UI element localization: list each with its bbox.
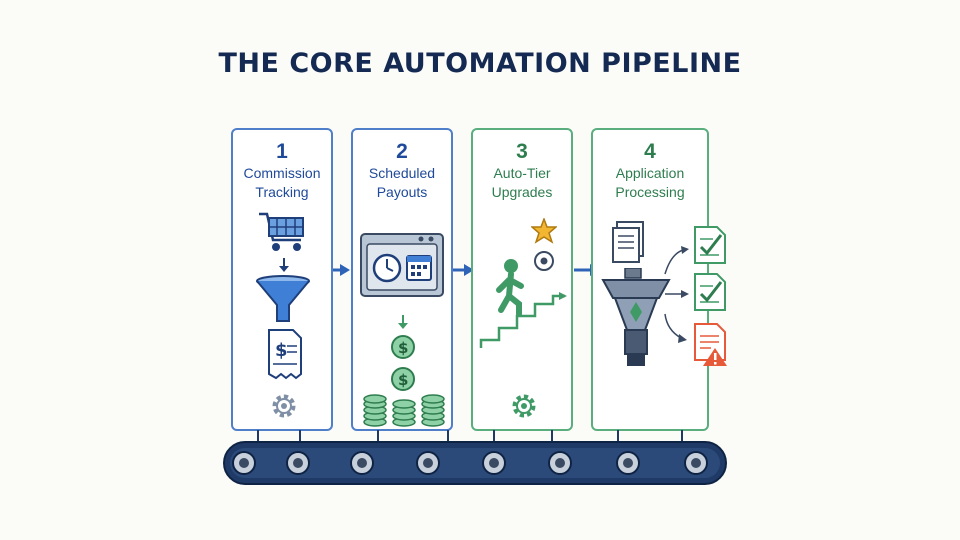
- step-panel-commission-tracking: 1 Commission Tracking $: [231, 128, 333, 431]
- svg-text:$: $: [398, 339, 408, 357]
- approved-document-icon: [694, 226, 726, 264]
- down-arrow-icon: [398, 315, 408, 329]
- shopping-cart-icon: [259, 212, 304, 251]
- output-arrows: [664, 246, 689, 343]
- step-number: 3: [516, 140, 528, 163]
- receipt-icon: $: [268, 329, 302, 380]
- dollar-coin-icon: $: [391, 367, 415, 391]
- gear-icon: [272, 394, 296, 418]
- step-number: 2: [396, 140, 408, 163]
- step-label-line2: Tracking: [255, 184, 309, 200]
- step-panel-auto-tier-upgrades: 3 Auto-Tier Upgrades: [471, 128, 573, 431]
- calendar-icon: [406, 255, 432, 281]
- step-label: Application Processing: [593, 164, 707, 202]
- step-number: 4: [644, 140, 656, 163]
- document-stack-icon: [612, 221, 644, 263]
- warning-document-icon: [694, 323, 727, 366]
- down-arrow-icon: [279, 258, 289, 272]
- step-label-line2: Payouts: [376, 184, 428, 200]
- gear-icon: [512, 394, 536, 418]
- step-label-line1: Application: [615, 165, 685, 181]
- processing-press-icon: [601, 268, 671, 366]
- step-label: Scheduled Payouts: [353, 164, 451, 202]
- step-label-line1: Commission: [243, 165, 321, 181]
- funnel-icon: [256, 275, 310, 322]
- step-label-line2: Processing: [615, 184, 685, 200]
- badge-icon: [534, 251, 554, 271]
- step-label: Auto-Tier Upgrades: [473, 164, 571, 202]
- coin-stack-icon: [363, 394, 445, 427]
- step-label-line1: Scheduled: [368, 165, 436, 181]
- star-icon: [531, 218, 557, 244]
- svg-text:$: $: [398, 371, 408, 389]
- step-label-line1: Auto-Tier: [493, 165, 551, 181]
- step-label-line2: Upgrades: [491, 184, 553, 200]
- dollar-coin-icon: $: [391, 335, 415, 359]
- step-number: 1: [276, 140, 288, 163]
- person-climbing-icon: [479, 259, 567, 348]
- step-panel-application-processing: 4 Application Processing: [591, 128, 709, 431]
- approved-document-icon: [694, 273, 726, 311]
- step-label: Commission Tracking: [233, 164, 331, 202]
- step-panel-scheduled-payouts: 2 Scheduled Payouts $ $: [351, 128, 453, 431]
- clock-icon: [372, 253, 402, 283]
- payout-machine-icon: [360, 233, 444, 297]
- conveyor-belt-icon: [223, 430, 727, 485]
- page-title: THE CORE AUTOMATION PIPELINE: [218, 48, 742, 79]
- svg-text:$: $: [275, 340, 288, 361]
